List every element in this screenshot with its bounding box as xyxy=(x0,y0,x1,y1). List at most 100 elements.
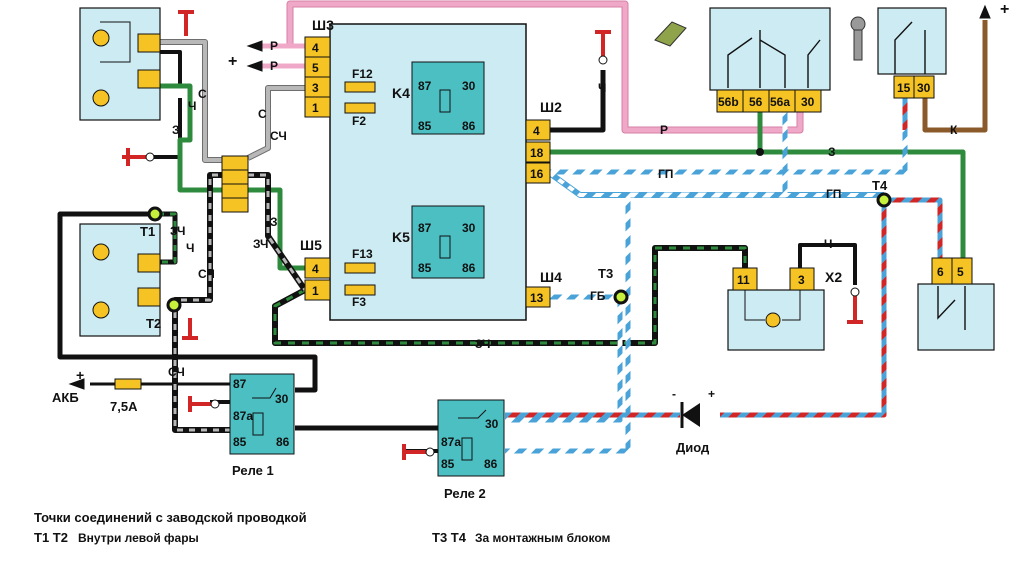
note-line-2-code: Т1 Т2 xyxy=(34,530,68,545)
svg-text:86: 86 xyxy=(462,119,476,133)
svg-text:ГП: ГП xyxy=(658,167,673,181)
note-line-3-code: Т3 Т4 xyxy=(432,530,466,545)
splice-connector xyxy=(221,155,249,213)
note-line-3-text: За монтажным блоком xyxy=(475,531,611,545)
svg-text:Ч: Ч xyxy=(824,237,832,251)
svg-text:5: 5 xyxy=(957,265,964,279)
svg-text:4: 4 xyxy=(533,124,540,138)
svg-text:Т1: Т1 xyxy=(140,224,155,239)
svg-text:56b: 56b xyxy=(718,95,739,109)
key-icon xyxy=(850,16,866,61)
svg-text:СЧ: СЧ xyxy=(168,365,185,379)
lamp-icon xyxy=(92,301,110,319)
fuse-f13 xyxy=(344,262,376,274)
dimmer-switch xyxy=(917,257,995,351)
svg-text:СЧ: СЧ xyxy=(198,267,215,281)
svg-text:X2: X2 xyxy=(825,269,842,285)
svg-text:-: - xyxy=(672,387,676,401)
svg-text:3: 3 xyxy=(798,273,805,287)
point-t1 xyxy=(147,206,163,222)
svg-text:Р: Р xyxy=(270,59,278,73)
svg-text:С: С xyxy=(198,87,207,101)
relay-k4 xyxy=(411,61,485,135)
svg-text:С: С xyxy=(258,107,267,121)
svg-text:ГП: ГП xyxy=(826,187,841,201)
pins-sh2 xyxy=(525,119,551,184)
svg-text:30: 30 xyxy=(917,81,931,95)
svg-text:Ч: Ч xyxy=(188,99,196,113)
svg-text:87: 87 xyxy=(418,221,432,235)
svg-text:Ш3: Ш3 xyxy=(312,17,334,33)
point-t4 xyxy=(876,192,892,208)
pins-sh4 xyxy=(525,286,551,308)
svg-text:К: К xyxy=(950,123,958,137)
svg-text:З: З xyxy=(270,215,278,229)
arrow-left-icon xyxy=(68,378,85,390)
svg-text:З: З xyxy=(172,123,180,137)
wire-z-sh5 xyxy=(248,187,305,271)
wire-gp-sw xyxy=(505,112,788,454)
svg-text:86: 86 xyxy=(462,261,476,275)
svg-text:F3: F3 xyxy=(352,295,366,309)
svg-text:ЗЧ: ЗЧ xyxy=(170,224,186,238)
junction-dots xyxy=(145,55,892,457)
wire-ch-sh2 xyxy=(548,70,606,133)
svg-text:15: 15 xyxy=(897,81,911,95)
svg-text:4: 4 xyxy=(312,41,319,55)
svg-text:16: 16 xyxy=(530,167,544,181)
svg-text:30: 30 xyxy=(462,221,476,235)
svg-text:3: 3 xyxy=(312,81,319,95)
svg-text:85: 85 xyxy=(233,435,247,449)
fuse-f3 xyxy=(344,284,376,296)
svg-text:1: 1 xyxy=(312,284,319,298)
svg-text:Р: Р xyxy=(270,39,278,53)
svg-text:Р: Р xyxy=(660,123,668,137)
relay-k5 xyxy=(411,205,485,279)
svg-text:+: + xyxy=(1000,1,1009,18)
svg-text:6: 6 xyxy=(937,265,944,279)
lamp-icon xyxy=(92,29,110,47)
svg-text:85: 85 xyxy=(418,261,432,275)
svg-text:ГБ: ГБ xyxy=(590,289,606,303)
svg-text:Диод: Диод xyxy=(676,440,710,455)
ground-icon xyxy=(122,148,150,166)
wire-rb-1 xyxy=(720,200,887,418)
svg-text:30: 30 xyxy=(275,392,289,406)
svg-text:87a: 87a xyxy=(233,409,253,423)
wire-ch-hl1 xyxy=(160,50,182,88)
pins-sh3 xyxy=(304,36,331,118)
svg-text:Ш4: Ш4 xyxy=(540,269,562,285)
lamp-icon xyxy=(765,312,781,328)
svg-text:Ч: Ч xyxy=(186,241,194,255)
svg-text:Т3: Т3 xyxy=(598,266,613,281)
headlight-left-bottom xyxy=(79,223,161,337)
svg-text:30: 30 xyxy=(485,417,499,431)
svg-text:Реле 1: Реле 1 xyxy=(232,463,274,478)
svg-text:86: 86 xyxy=(484,457,498,471)
labels: Ш3 4 5 3 1 Ш2 4 18 16 Ш5 4 1 Ш4 13 56b 5… xyxy=(52,1,1009,501)
wire-t1-loop xyxy=(57,211,318,393)
svg-text:З: З xyxy=(828,145,836,159)
svg-text:11: 11 xyxy=(737,273,750,287)
svg-text:АКБ: АКБ xyxy=(52,390,79,405)
arrow-left-icon xyxy=(246,60,263,72)
mounting-block xyxy=(329,23,527,321)
svg-text:13: 13 xyxy=(530,291,544,305)
svg-text:Ш5: Ш5 xyxy=(300,237,322,253)
svg-text:K4: K4 xyxy=(392,85,410,101)
lamp-icon xyxy=(92,243,110,261)
ground-icon xyxy=(595,30,611,58)
svg-text:87: 87 xyxy=(418,79,432,93)
arrow-left-icon xyxy=(246,40,263,52)
svg-text:ЗЧ: ЗЧ xyxy=(475,337,491,351)
svg-text:1: 1 xyxy=(312,101,319,115)
wire-z-sh2-18 xyxy=(548,149,966,268)
ground-icon xyxy=(182,318,198,340)
fuse-main xyxy=(114,378,142,390)
svg-text:5: 5 xyxy=(312,61,319,75)
svg-text:+: + xyxy=(708,387,715,401)
point-t2 xyxy=(166,297,182,313)
arrow-up-icon xyxy=(979,4,991,19)
svg-text:56a: 56a xyxy=(770,95,790,109)
